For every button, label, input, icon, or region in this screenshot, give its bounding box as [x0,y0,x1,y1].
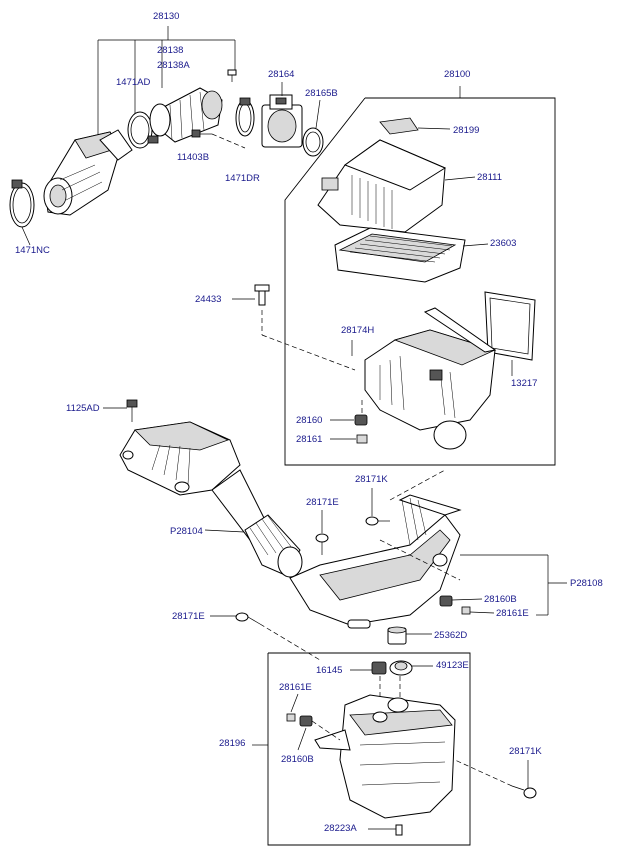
label-28160[interactable]: 28160 [296,415,323,426]
label-28174h[interactable]: 28174H [341,325,375,336]
label-23603[interactable]: 23603 [490,238,517,249]
label-28171k-bottom[interactable]: 28171K [509,746,542,757]
label-28100[interactable]: 28100 [444,69,471,80]
air-flow-sensor [261,94,303,148]
label-25362d[interactable]: 25362D [434,630,468,641]
air-duct-p28104 [119,421,266,541]
cover-gasket [484,291,536,361]
bolt-28171k-bottom [511,785,537,799]
corrugated-duct [244,514,303,578]
grommet-28160b-right [439,595,453,607]
clip-28223a [395,824,403,836]
label-28161e-left[interactable]: 28161E [279,682,312,693]
cap-25362d [387,626,407,645]
label-28171e-left[interactable]: 28171E [172,611,205,622]
label-28138a[interactable]: 28138A [157,60,190,71]
label-28223a[interactable]: 28223A [324,823,357,834]
label-13217[interactable]: 13217 [511,378,538,389]
bolt-1125ad [126,399,138,422]
bolt-28171e-left [235,612,261,625]
bolt-small-top [227,69,237,82]
label-28111[interactable]: 28111 [477,172,503,183]
air-duct-p28108 [289,494,462,629]
label-11403b[interactable]: 11403B [177,152,210,163]
resonator-assembly-box [267,652,471,846]
label-24433[interactable]: 24433 [195,294,222,305]
corrugated-hose [149,87,223,143]
collar-28161e-right [461,606,471,615]
air-cleaner-cover [317,139,447,233]
label-28171e-mid[interactable]: 28171E [306,497,339,508]
label-1471ad[interactable]: 1471AD [116,77,151,88]
label-28165b[interactable]: 28165B [305,88,338,99]
label-28138[interactable]: 28138 [157,45,184,56]
grommet-16145 [371,661,387,675]
gasket-ring [302,127,324,157]
hose-clamp-1471dr [235,97,255,137]
collar-28161 [356,434,368,444]
air-intake-hose [43,129,133,216]
grommet-28160 [354,414,368,426]
label-28199[interactable]: 28199 [453,125,480,136]
label-28160b-left[interactable]: 28160B [281,754,314,765]
bolt-28171k-top [365,516,390,526]
hose-clamp-1471ad [127,111,159,149]
bolt-24433 [254,284,270,306]
resonator-body [314,694,456,819]
label-28130[interactable]: 28130 [153,11,180,22]
air-filter-element [334,227,466,283]
label-28161e-right[interactable]: 28161E [496,608,529,619]
bolt-11403b [191,129,212,138]
label-plate [379,117,419,135]
label-1471dr[interactable]: 1471DR [225,173,260,184]
label-16145[interactable]: 16145 [316,665,343,676]
label-28196[interactable]: 28196 [219,738,246,749]
cap-49123e [389,660,413,676]
label-49123e[interactable]: 49123E [436,660,469,671]
label-p28104[interactable]: P28104 [170,526,203,537]
collar-28161e-left [286,713,296,722]
air-cleaner-assembly-box [284,97,556,466]
label-1471nc[interactable]: 1471NC [15,245,50,256]
hose-clamp-1471nc [9,179,35,228]
air-cleaner-housing [364,307,497,450]
label-p28108[interactable]: P28108 [570,578,603,589]
label-28161[interactable]: 28161 [296,434,323,445]
label-1125ad[interactable]: 1125AD [66,403,100,414]
label-28164[interactable]: 28164 [268,69,295,80]
grommet-28160b-left [299,715,313,727]
bolt-28171e-mid [315,533,329,555]
label-28160b-right[interactable]: 28160B [484,594,517,605]
label-28171k-top[interactable]: 28171K [355,474,388,485]
